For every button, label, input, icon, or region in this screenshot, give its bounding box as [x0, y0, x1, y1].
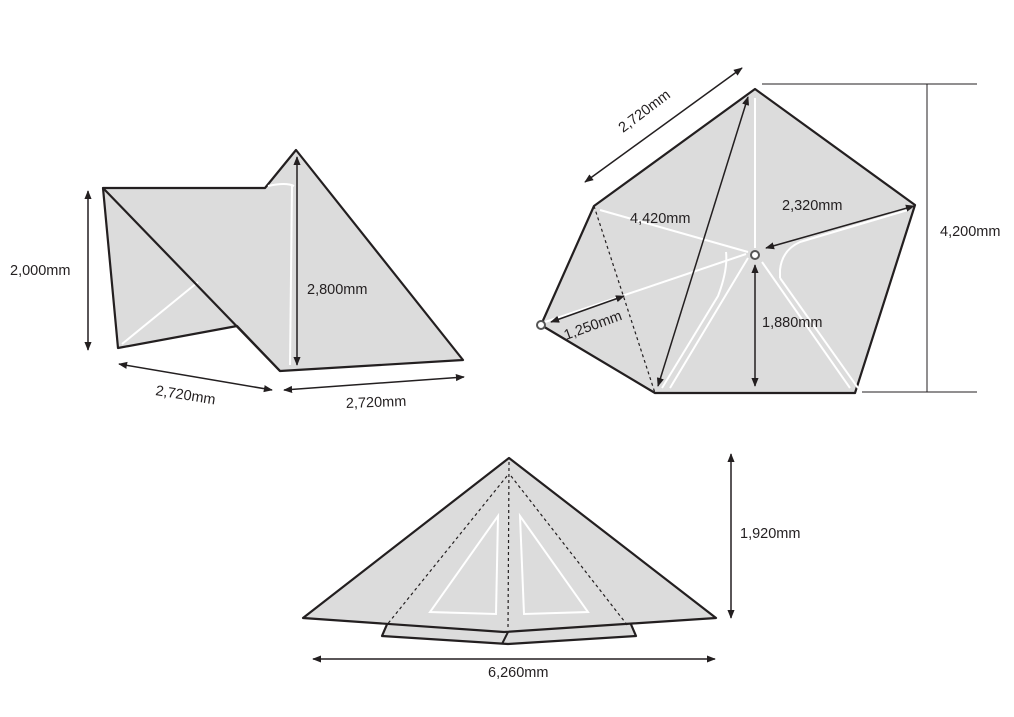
top-view-pole-offset-arrow	[550, 295, 625, 323]
front-view-left-dotted-line	[385, 475, 508, 627]
front-view-height-label: 1,920mm	[740, 526, 800, 542]
front-view-left-door	[428, 512, 500, 616]
top-view-center-to-corner-arrow	[765, 204, 915, 250]
front-view-right-dotted-line	[510, 475, 629, 627]
side-view-ridge-line	[102, 187, 281, 372]
top-view-edge-label: 2,720mm	[616, 87, 674, 136]
top-view-center-to-corner-label: 2,320mm	[782, 198, 842, 214]
top-view-seam-lower-right	[761, 261, 851, 389]
side-view-right-width-label: 2,720mm	[346, 394, 407, 412]
top-view-diagonal-arrow	[656, 96, 750, 387]
top-view-center-pole	[750, 250, 760, 260]
top-view-center-to-edge-label: 1,880mm	[762, 315, 822, 331]
side-view: 2,000mm 2,800mm 2,720mm 2,720mm	[10, 148, 465, 412]
top-view-tent-body	[539, 87, 917, 395]
top-view-diagonal-label: 4,420mm	[630, 211, 690, 227]
top-view: 2,720mm 4,420mm 2,320mm 4,200mm 1,880mm …	[536, 67, 1000, 395]
top-view-seam-lower-right-2	[779, 277, 859, 389]
side-view-peak-height-label: 2,800mm	[307, 282, 367, 298]
front-view-tent-body	[301, 456, 718, 634]
front-view-center-dotted-line	[507, 461, 510, 631]
side-view-right-width-arrow	[283, 373, 465, 394]
side-view-left-width-arrow	[118, 361, 273, 393]
side-view-floor-seam	[121, 281, 199, 345]
side-view-tent-body	[101, 148, 465, 373]
top-view-vestibule-pole	[536, 320, 546, 330]
side-view-left-width-label: 2,720mm	[154, 383, 216, 408]
side-view-peak-seam	[267, 183, 295, 187]
front-view-width-label: 6,260mm	[488, 665, 548, 681]
side-view-center-seam	[289, 185, 293, 366]
front-view-center-seam	[501, 631, 509, 645]
top-view-depth-label: 4,200mm	[940, 224, 1000, 240]
front-view: 1,920mm 6,260mm	[301, 453, 800, 681]
side-view-height-label: 2,000mm	[10, 263, 70, 279]
front-view-right-door	[518, 512, 590, 616]
